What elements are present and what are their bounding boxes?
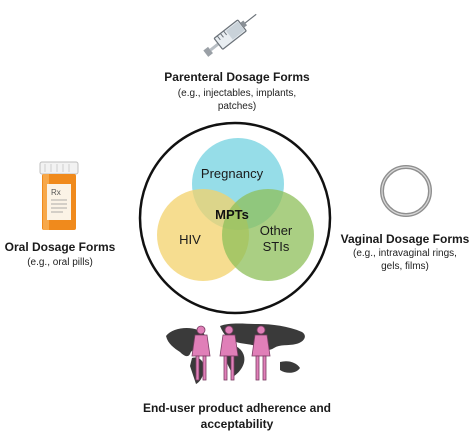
hiv-label: HIV	[179, 232, 201, 247]
vaginal-desc-line2: gels, films)	[381, 261, 429, 272]
parenteral-desc-line1: (e.g., injectables, implants,	[177, 88, 297, 99]
parenteral-desc-line2: patches)	[217, 101, 257, 112]
world-map-women-icon	[166, 323, 305, 384]
enduser-title-line1: End-user product adherence and	[142, 401, 332, 415]
other-label: Other	[260, 223, 293, 238]
vaginal-title: Vaginal Dosage Forms	[340, 232, 470, 246]
oral-title: Oral Dosage Forms	[4, 240, 116, 254]
parenteral-title: Parenteral Dosage Forms	[164, 70, 310, 84]
mpts-label: MPTs	[215, 207, 249, 222]
other-stis-circle	[222, 189, 314, 281]
stis-label: STIs	[263, 239, 290, 254]
rx-label: Rx	[51, 188, 61, 197]
enduser-title-line2: acceptability	[200, 417, 274, 431]
pregnancy-label: Pregnancy	[201, 166, 264, 181]
syringe-icon	[203, 13, 257, 57]
mpt-venn-diagram: Pregnancy MPTs HIV Other STIs	[138, 121, 332, 315]
pill-bottle-icon: Rx	[39, 161, 79, 230]
hiv-circle	[157, 189, 249, 281]
vaginal-ring-icon	[380, 165, 432, 217]
vaginal-desc-line1: (e.g., intravaginal rings,	[353, 248, 457, 259]
oral-desc: (e.g., oral pills)	[27, 257, 93, 268]
